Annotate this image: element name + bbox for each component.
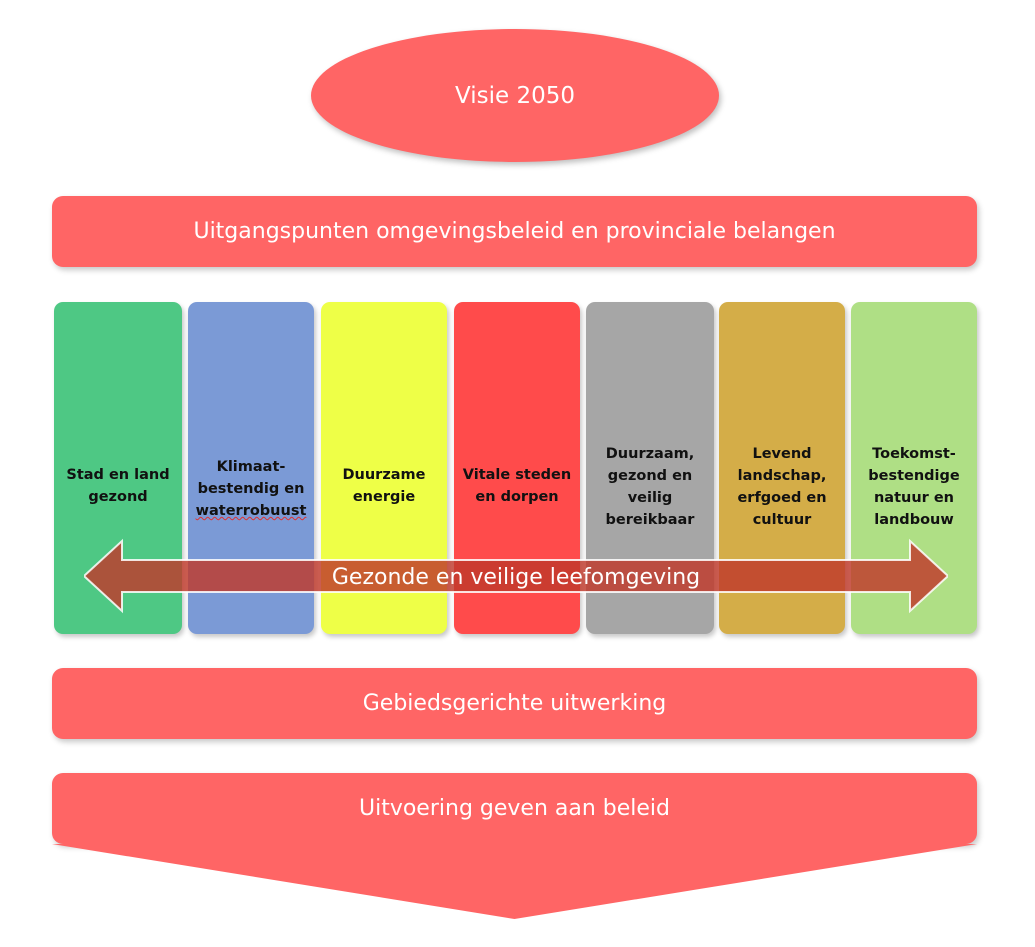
pillar-label-line: energie [352, 489, 416, 505]
down-chevron-icon [52, 844, 977, 919]
principles-label: Uitgangspunten omgevingsbeleid en provin… [193, 219, 836, 244]
pillar-label-line: erfgoed en [737, 490, 827, 506]
pillar-label-line: landbouw [874, 512, 954, 528]
pillar-label-line: landschap, [737, 468, 827, 484]
pillar-label-line: bestendig en [197, 481, 305, 497]
principles-bar: Uitgangspunten omgevingsbeleid en provin… [52, 196, 977, 267]
vision-label: Visie 2050 [455, 82, 575, 109]
implementation-label: Uitvoering geven aan beleid [358, 796, 671, 821]
pillar-label-line: en dorpen [475, 489, 559, 505]
pillar-label-line: gezond en [607, 468, 693, 484]
pillar-label-line: waterrobuust [195, 503, 307, 519]
pillar-label-line: cultuur [752, 512, 812, 528]
implementation-bar: Uitvoering geven aan beleid [52, 773, 977, 844]
pillar-label-line: Toekomst- [872, 446, 956, 462]
pillar-label-line: Vitale steden [462, 467, 572, 483]
pillar-label-line: Stad en land [66, 467, 170, 483]
pillar-label-line: veilig [627, 490, 673, 506]
pillar-label-line: Duurzame [342, 467, 426, 483]
pillar-label-line: Klimaat- [216, 459, 286, 475]
pillar-label-line: bestendige [868, 468, 960, 484]
area-elaboration-bar: Gebiedsgerichte uitwerking [52, 668, 977, 739]
pillar-label-line: gezond [88, 489, 148, 505]
pillar-label-line: Levend [752, 446, 812, 462]
vision-ellipse: Visie 2050 [311, 29, 719, 162]
pillar-label-line: Duurzaam, [605, 446, 695, 462]
pillar-label-line: bereikbaar [605, 512, 695, 528]
arrow-label: Gezonde en veilige leefomgeving [331, 564, 701, 590]
double-arrow-icon [84, 538, 948, 614]
area-elaboration-label: Gebiedsgerichte uitwerking [362, 691, 667, 716]
pillar-label-line: natuur en [873, 490, 955, 506]
